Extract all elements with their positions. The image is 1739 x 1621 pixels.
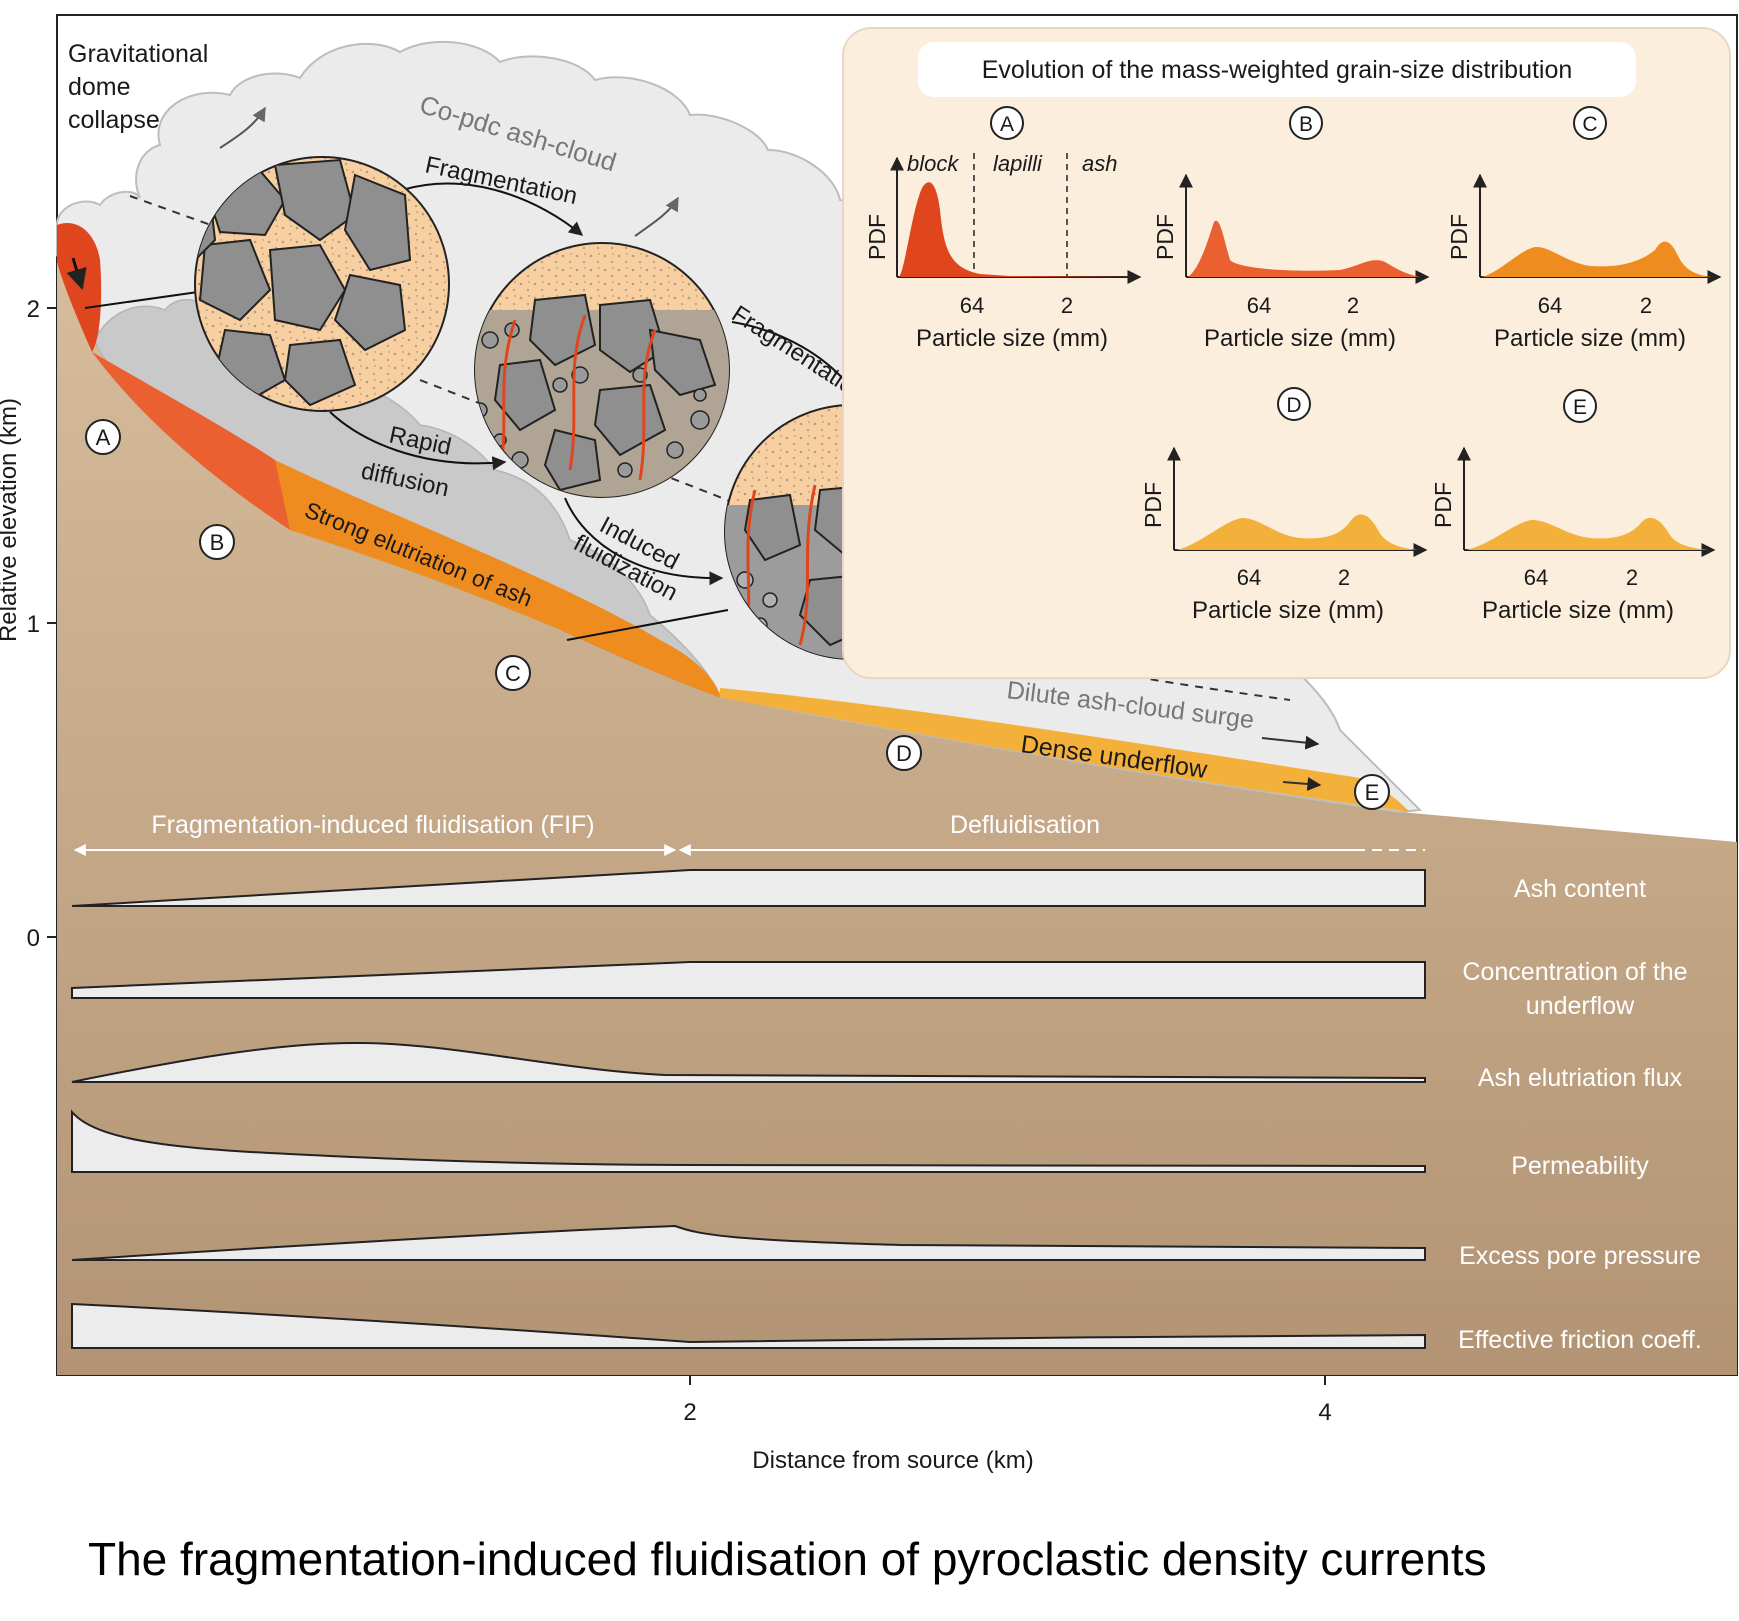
x-tick-label: 2 <box>683 1399 696 1426</box>
y-tick-label: 0 <box>27 925 40 952</box>
station-marker-e: E <box>1354 774 1390 810</box>
trend-permeability <box>71 1109 1426 1173</box>
trend-underflow-concentration <box>71 961 1426 999</box>
trend-ash-content <box>71 869 1426 907</box>
underflow-arrow <box>1282 777 1322 791</box>
svg-text:PDF: PDF <box>1140 482 1166 528</box>
trend-label-pore-pressure: Excess pore pressure <box>1459 1242 1701 1270</box>
flow-segment-c <box>275 460 720 698</box>
figure-caption: The fragmentation-induced fluidisation o… <box>88 1533 1487 1585</box>
inset-title: Evolution of the mass-weighted grain-siz… <box>982 56 1573 84</box>
svg-text:C: C <box>505 661 521 686</box>
svg-text:Particle size (mm): Particle size (mm) <box>1482 597 1674 624</box>
svg-text:PDF: PDF <box>1430 482 1456 528</box>
x-tick-label: 4 <box>1318 1399 1331 1426</box>
svg-text:Particle size (mm): Particle size (mm) <box>916 325 1108 352</box>
svg-text:D: D <box>896 741 912 766</box>
trend-label-concentration: underflow <box>1526 992 1635 1020</box>
svg-text:C: C <box>1582 113 1597 136</box>
leader-line <box>84 291 199 309</box>
gsd-panel-d: D PDF 64 2 Particle size (mm) <box>1140 387 1428 624</box>
trend-label-friction: Effective friction coeff. <box>1458 1326 1702 1354</box>
trend-excess-pore-pressure <box>71 1224 1426 1261</box>
svg-text:Particle size (mm): Particle size (mm) <box>1192 597 1384 624</box>
svg-text:2: 2 <box>1640 293 1652 318</box>
svg-text:64: 64 <box>1524 565 1548 590</box>
collapse-arrow <box>66 257 87 291</box>
cloud-rise-arrow <box>219 106 266 149</box>
svg-text:B: B <box>1299 113 1313 136</box>
svg-text:D: D <box>1286 394 1301 417</box>
cloud-rise-arrow <box>634 196 679 237</box>
trend-effective-friction <box>71 1302 1426 1349</box>
y-tick-label: 2 <box>27 296 40 323</box>
gsd-panel-b: B PDF 64 2 Particle size (mm) <box>1152 106 1430 352</box>
svg-text:2: 2 <box>1061 293 1073 318</box>
svg-text:2: 2 <box>1347 293 1359 318</box>
granular-bubble-fragmenting <box>474 242 730 498</box>
svg-text:2: 2 <box>1338 565 1350 590</box>
svg-text:64: 64 <box>1247 293 1271 318</box>
station-marker-c: C <box>495 655 531 691</box>
svg-text:64: 64 <box>1538 293 1562 318</box>
station-marker-a: A <box>85 419 121 455</box>
trend-ash-elutriation-flux <box>71 1041 1426 1083</box>
x-axis-label: Distance from source (km) <box>752 1447 1033 1474</box>
defluidisation-label: Defluidisation <box>950 811 1100 839</box>
svg-text:PDF: PDF <box>1446 214 1472 260</box>
dome-collapse-label: collapse <box>68 106 160 134</box>
svg-text:Particle size (mm): Particle size (mm) <box>1204 325 1396 352</box>
station-marker-d: D <box>886 735 922 771</box>
dome-collapse-label: dome <box>68 73 131 101</box>
flow-segment-d <box>720 688 1410 812</box>
gsd-panel-c: C PDF 64 2 Particle size (mm) <box>1446 106 1722 352</box>
surge-arrow <box>1261 735 1320 750</box>
svg-text:B: B <box>210 530 225 555</box>
trend-label-concentration: Concentration of the <box>1462 958 1687 986</box>
class-label-ash: ash <box>1082 151 1117 176</box>
y-axis: 2 1 0 Relative elevation (km) <box>0 296 57 952</box>
svg-text:Particle size (mm): Particle size (mm) <box>1494 325 1686 352</box>
svg-text:64: 64 <box>960 293 984 318</box>
gsd-panel-a: A block lapilli ash PDF 64 2 Particle si… <box>864 106 1142 352</box>
rapid-diffusion-arrow <box>329 411 507 471</box>
svg-text:2: 2 <box>1626 565 1638 590</box>
x-axis: 2 4 Distance from source (km) <box>683 1375 1332 1474</box>
y-axis-label: Relative elevation (km) <box>0 398 22 642</box>
svg-text:A: A <box>1000 113 1014 136</box>
leader-line <box>566 609 729 641</box>
svg-text:A: A <box>96 425 111 450</box>
svg-text:PDF: PDF <box>1152 214 1178 260</box>
svg-text:E: E <box>1573 396 1587 419</box>
class-label-block: block <box>907 151 959 176</box>
station-marker-b: B <box>199 524 235 560</box>
gsd-panel-e: E PDF 64 2 Particle size (mm) <box>1430 389 1716 624</box>
svg-text:E: E <box>1365 780 1380 805</box>
trend-label-elutriation: Ash elutriation flux <box>1478 1064 1683 1092</box>
granular-bubble-source <box>194 156 450 412</box>
flow-segment-b <box>92 352 290 530</box>
class-label-lapilli: lapilli <box>993 151 1043 176</box>
fragmentation-arrow <box>401 182 584 236</box>
svg-text:64: 64 <box>1237 565 1261 590</box>
fif-label: Fragmentation-induced fluidisation (FIF) <box>151 811 594 839</box>
dome-collapse-label: Gravitational <box>68 40 208 68</box>
svg-text:PDF: PDF <box>864 214 890 260</box>
ground-slope <box>57 255 1737 1375</box>
trend-label-permeability: Permeability <box>1511 1152 1649 1180</box>
grain-size-inset: Evolution of the mass-weighted grain-siz… <box>842 27 1731 679</box>
y-tick-label: 1 <box>27 611 40 638</box>
trend-label-ash-content: Ash content <box>1514 875 1646 903</box>
induced-fluidization-arrow <box>564 497 724 586</box>
